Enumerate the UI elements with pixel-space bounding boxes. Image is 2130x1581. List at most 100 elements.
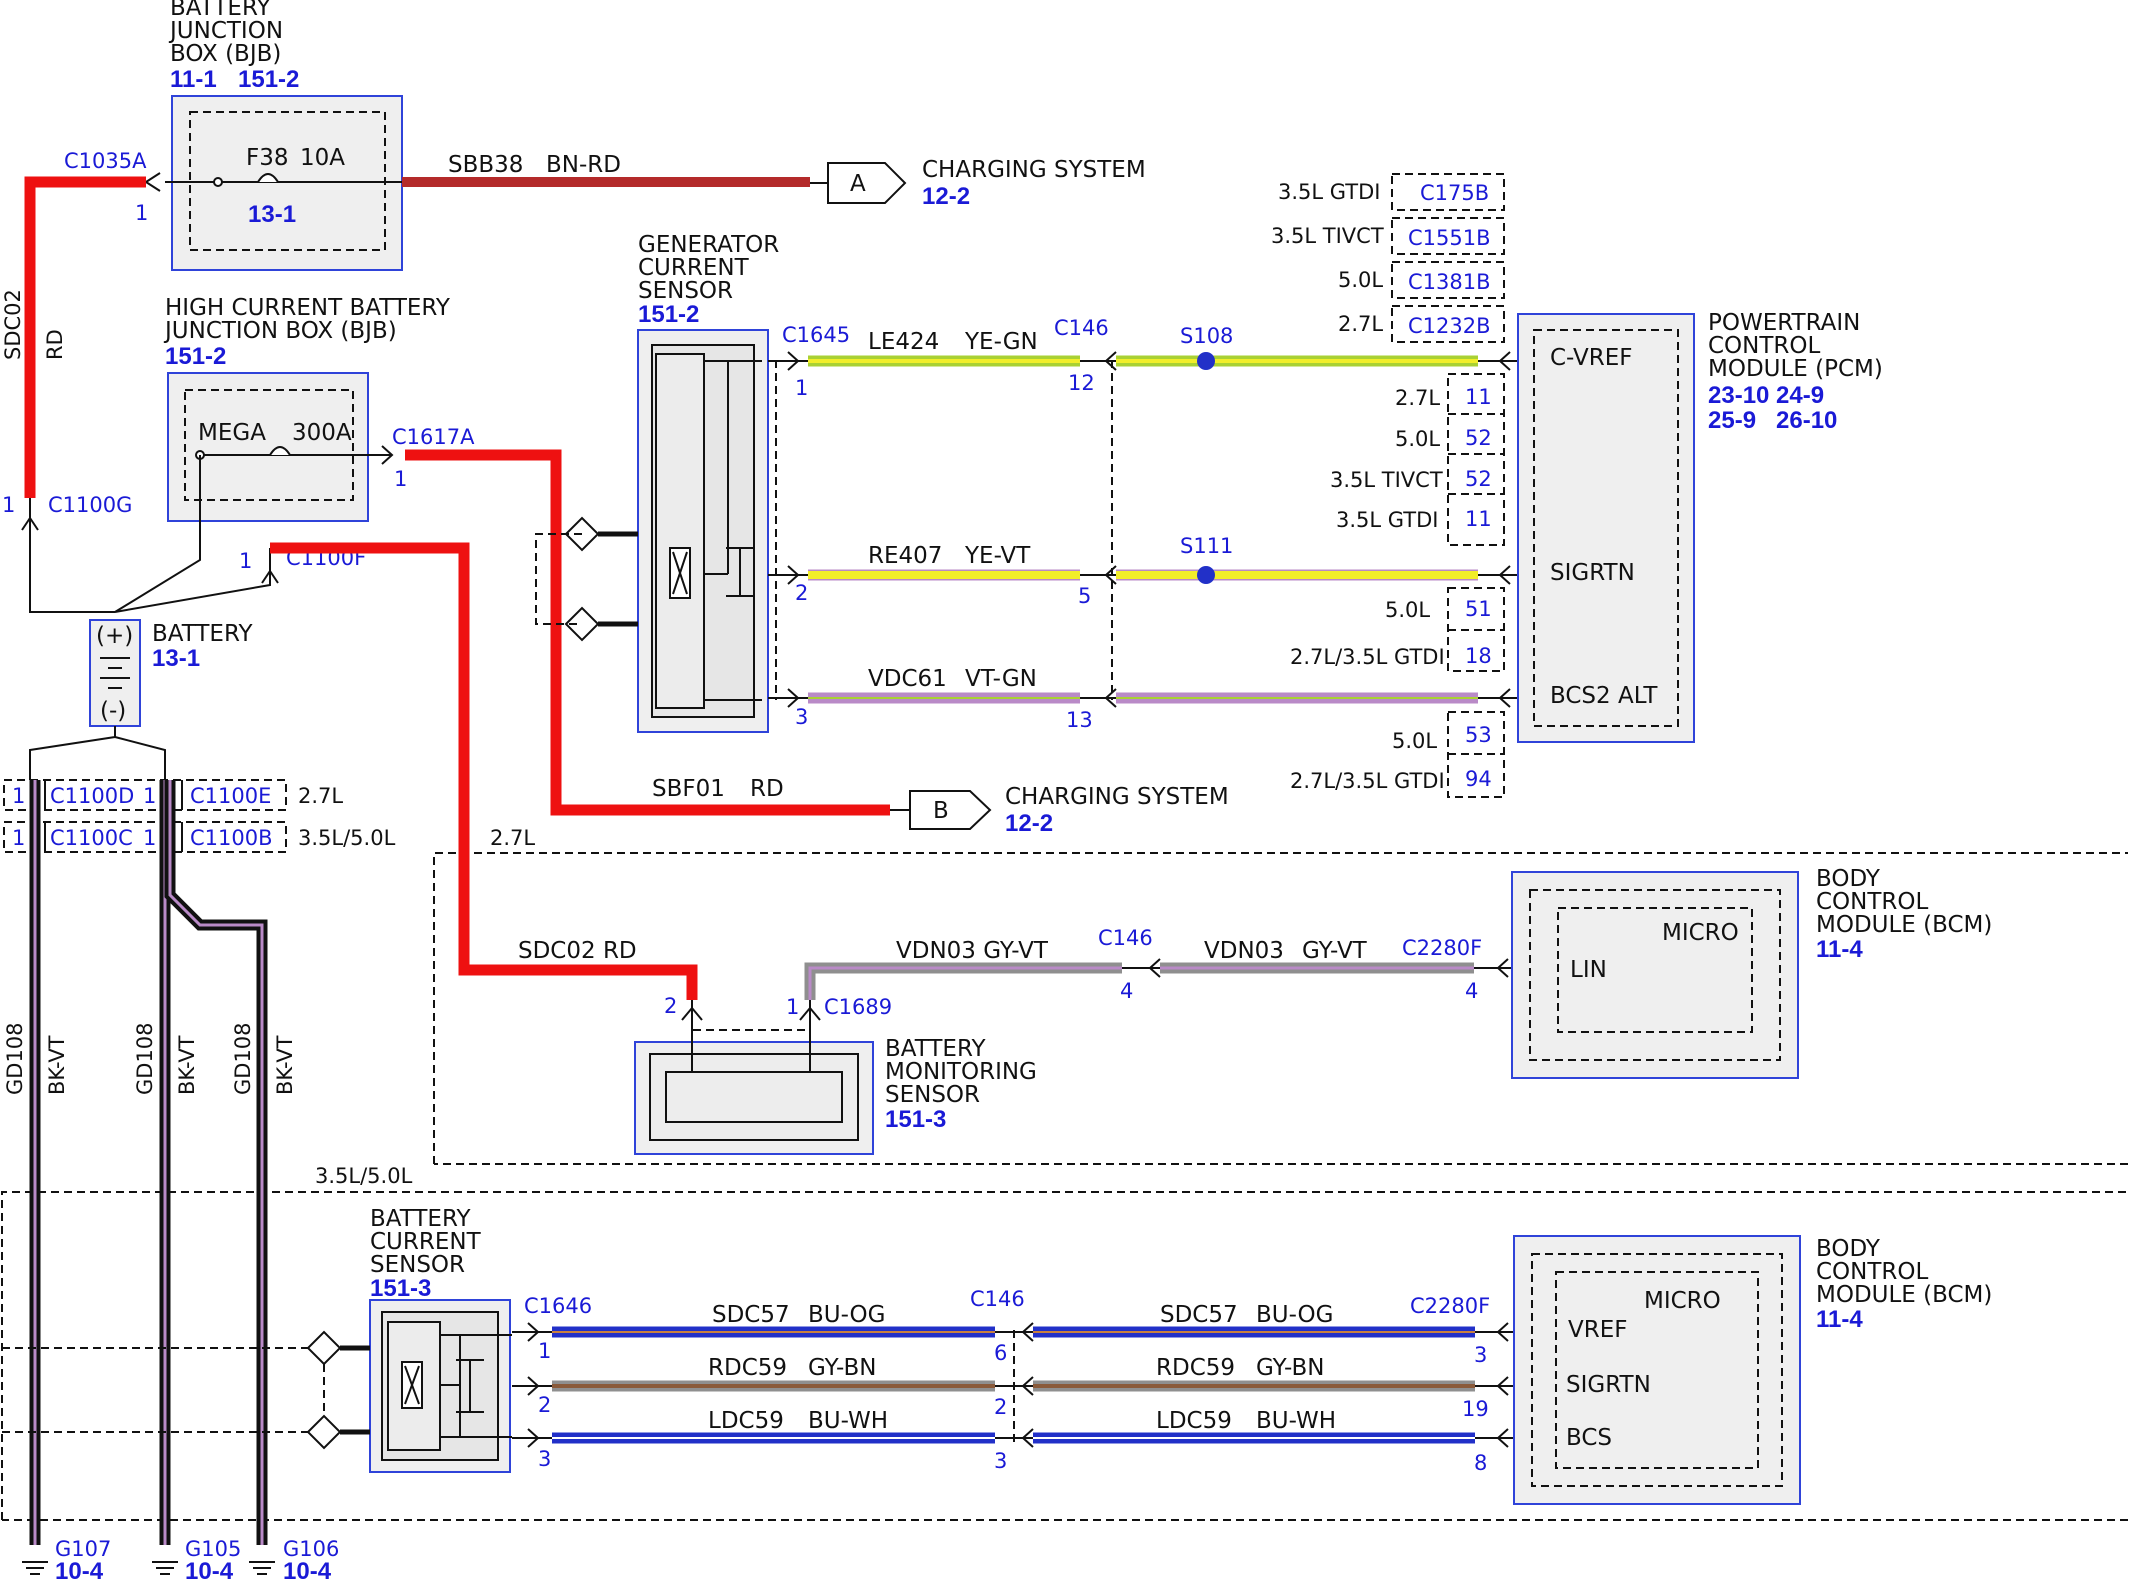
charging-a-ref[interactable]: 12-2 (922, 183, 970, 210)
c146-top-label: C146 (1054, 316, 1109, 340)
svg-text:2: 2 (538, 1393, 551, 1417)
svg-text:18: 18 (1465, 644, 1492, 668)
svg-text:1: 1 (12, 784, 25, 808)
gcs-title-line-1: GENERATOR (638, 232, 779, 258)
fuse-f38-symbol[interactable] (257, 173, 279, 183)
svg-text:BK-VT: BK-VT (175, 1035, 199, 1095)
gcs-ref[interactable]: 151-2 (638, 301, 699, 328)
fuse-f38-rating: 10A (300, 145, 345, 171)
gcs-title-line-3: SENSOR (638, 278, 733, 304)
splice-s108-dot[interactable] (1197, 352, 1215, 370)
svg-text:25-9[interactable]: 25-9 (1708, 407, 1756, 434)
wire-vdc61[interactable]: VDC61 VT-GN 3 13 (768, 666, 1548, 732)
wire-sdc57[interactable]: SDC57 BU-OG SDC57 BU-OG 1 6 3 (512, 1302, 1555, 1367)
charging-b-label: CHARGING SYSTEM (1005, 784, 1229, 810)
bjb-title-line-3: BOX (BJB) (170, 41, 281, 67)
fuse-f38-name: F38 (246, 145, 289, 171)
svg-text:2: 2 (994, 1395, 1007, 1419)
c1617a-name: C1617A (392, 425, 475, 449)
ground-connector-row-3-5l[interactable]: 1 C1100C 1 C1100B 3.5L/5.0L (3, 821, 396, 853)
svg-text:RDC59: RDC59 (1156, 1355, 1235, 1381)
pcm-box (1517, 313, 1695, 743)
connector-c1100g[interactable]: C1100G 1 (2, 493, 132, 613)
wire-sdc02-bms[interactable] (270, 542, 698, 1000)
connector-c1617a[interactable]: C1617A 1 (381, 425, 475, 491)
fuse-f38-ref[interactable]: 13-1 (248, 201, 296, 228)
wire-sdc02-vertical[interactable] (24, 176, 146, 498)
mega-fuse-symbol[interactable] (269, 446, 291, 456)
battery-monitoring-sensor[interactable]: 2 1 C1689 BATTERY MONITORING SENSOR 151-… (634, 994, 1037, 1155)
wire-re407[interactable]: RE407 YE-VT 2 5 S111 (768, 534, 1548, 608)
ground-wire-g106[interactable]: GD108 BK-VT G106 10-4 (164, 780, 339, 1581)
splice-s111-dot[interactable] (1197, 566, 1215, 584)
svg-text:13: 13 (1066, 708, 1093, 732)
wire-le424[interactable]: LE424 YE-GN 1 12 S108 (768, 324, 1548, 400)
bms-title-line-1: BATTERY (885, 1036, 986, 1062)
section-frame-3-5l-5-0l: 3.5L/5.0L (1, 1164, 2128, 1521)
high-current-bjb[interactable]: HIGH CURRENT BATTERY JUNCTION BOX (BJB) … (114, 295, 451, 613)
svg-text:C1232B: C1232B (1408, 314, 1491, 338)
bcs-ref[interactable]: 151-3 (370, 1275, 431, 1302)
bjb-title-line-1: BATTERY (170, 0, 271, 21)
svg-text:10-4[interactable]: 10-4 (283, 1558, 332, 1581)
svg-text:23-10[interactable]: 23-10 (1708, 382, 1769, 409)
connector-c1035a[interactable]: C1035A 1 (64, 149, 161, 225)
wire-vdn03-right[interactable]: C146 4 VDN03 GY-VT C2280F 4 (1098, 926, 1556, 1003)
generator-current-sensor[interactable]: GENERATOR CURRENT SENSOR 151-2 C1645 (535, 232, 850, 733)
charging-b-ref[interactable]: 12-2 (1005, 810, 1053, 837)
svg-text:4: 4 (1465, 979, 1478, 1003)
battery-junction-box[interactable]: BATTERY JUNCTION BOX (BJB) 11-1 151-2 F3… (165, 0, 403, 271)
svg-text:26-10[interactable]: 26-10 (1776, 407, 1837, 434)
svg-text:YE-VT: YE-VT (964, 543, 1031, 569)
powertrain-control-module[interactable]: C-VREF SIGRTN BCS2 ALT POWERTRAIN CONTRO… (1517, 310, 1883, 743)
bms-ref[interactable]: 151-3 (885, 1106, 946, 1133)
c1035a-pin: 1 (135, 201, 148, 225)
wire-ldc59[interactable]: LDC59 BU-WH LDC59 BU-WH 3 3 8 (512, 1408, 1555, 1475)
pcm-connector-c1232b[interactable]: 2.7L C1232B (1338, 305, 1505, 343)
svg-text:10-4[interactable]: 10-4 (185, 1558, 234, 1581)
svg-text:94: 94 (1465, 767, 1492, 791)
charging-system-b-flag[interactable]: B (890, 790, 992, 830)
wire-sbf01[interactable] (405, 449, 890, 816)
svg-text:LDC59: LDC59 (1156, 1408, 1232, 1434)
pcm-connector-c1551b[interactable]: 3.5L TIVCT C1551B (1271, 217, 1505, 255)
svg-text:52: 52 (1465, 467, 1492, 491)
battery-current-sensor[interactable]: BATTERY CURRENT SENSOR 151-3 C1646 (2, 1206, 592, 1473)
wire-sbb38-color: BN-RD (546, 152, 621, 178)
svg-text:24-9[interactable]: 24-9 (1776, 382, 1824, 409)
battery-ref[interactable]: 13-1 (152, 645, 200, 672)
svg-text:RE407: RE407 (868, 543, 942, 569)
ground-wire-g107[interactable]: GD108 BK-VT G107 10-4 (3, 780, 111, 1581)
svg-text:SDC57: SDC57 (712, 1302, 790, 1328)
c1100g-name: C1100G (48, 493, 132, 517)
wire-rdc59[interactable]: RDC59 GY-BN RDC59 GY-BN 2 2 19 (512, 1355, 1555, 1421)
bcs-c146-label: C146 (970, 1287, 1025, 1311)
splice-s111-label: S111 (1180, 534, 1233, 558)
bcm1-ref[interactable]: 11-4 (1816, 936, 1863, 963)
svg-text:GY-BN: GY-BN (808, 1355, 876, 1381)
bjb-ref-b[interactable]: 151-2 (238, 66, 299, 93)
ground-connector-row-2-7l[interactable]: 1 C1100D 1 C1100E 2.7L (3, 779, 343, 811)
battery[interactable]: (+) (-) BATTERY 13-1 (89, 619, 253, 727)
svg-text:5: 5 (1078, 584, 1091, 608)
body-control-module-bcs[interactable]: MICRO VREF SIGRTN BCS BODY CONTROL MODUL… (1513, 1235, 1992, 1505)
svg-text:LDC59: LDC59 (708, 1408, 784, 1434)
bcm2-ref[interactable]: 11-4 (1816, 1306, 1863, 1333)
pcm-connector-c1381b[interactable]: 5.0L C1381B (1338, 261, 1505, 299)
charging-b-letter: B (933, 798, 949, 824)
svg-text:12: 12 (1068, 371, 1095, 395)
svg-text:10-4[interactable]: 10-4 (55, 1558, 104, 1581)
pcm-connector-c175b[interactable]: 3.5L GTDI C175B (1278, 173, 1505, 211)
body-control-module-lin[interactable]: MICRO LIN BODY CONTROL MODULE (BCM) 11-4 (1511, 866, 1992, 1079)
svg-text:5.0L: 5.0L (1392, 729, 1437, 753)
svg-text:SDC57: SDC57 (1160, 1302, 1238, 1328)
charging-system-a-flag[interactable]: A (810, 162, 907, 204)
hcbjb-ref[interactable]: 151-2 (165, 343, 226, 370)
ground-wire-g105[interactable]: GD108 BK-VT G105 10-4 (133, 780, 241, 1581)
connector-c1100f[interactable]: C1100F 1 (114, 546, 366, 613)
svg-text:BK-VT: BK-VT (45, 1035, 69, 1095)
svg-text:3.5L GTDI: 3.5L GTDI (1336, 508, 1439, 532)
ground-g107: G107 (55, 1537, 111, 1561)
bjb-ref-a[interactable]: 11-1 (170, 66, 217, 93)
